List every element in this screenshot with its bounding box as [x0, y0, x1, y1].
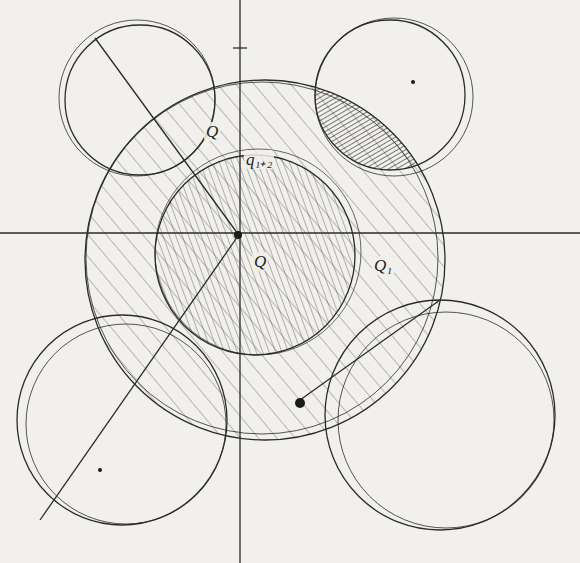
inner-circle: [155, 149, 361, 355]
corner-circle: [338, 312, 554, 528]
outer-circle: [86, 82, 438, 434]
corner-circle: [17, 315, 227, 525]
corner-circle: [325, 300, 555, 530]
ink-dot: [98, 468, 102, 472]
variable-label: Q: [204, 122, 220, 141]
corner-circle: [26, 324, 226, 524]
center-dot: [234, 231, 242, 239]
corner-circle: [59, 20, 215, 176]
diagonal-line: [40, 236, 238, 520]
variable-label: Q₁: [372, 256, 394, 275]
axis-tick: [233, 47, 247, 48]
diagonal-line: [95, 38, 238, 234]
diagonal-line: [300, 300, 440, 400]
corner-circle: [315, 20, 465, 170]
ink-dot: [411, 80, 415, 84]
corner-circle: [315, 18, 473, 176]
variable-label: Q: [252, 252, 268, 271]
outer-circle: [85, 80, 445, 440]
variable-label: q₁₊₂: [244, 150, 274, 169]
ink-dot: [295, 398, 305, 408]
